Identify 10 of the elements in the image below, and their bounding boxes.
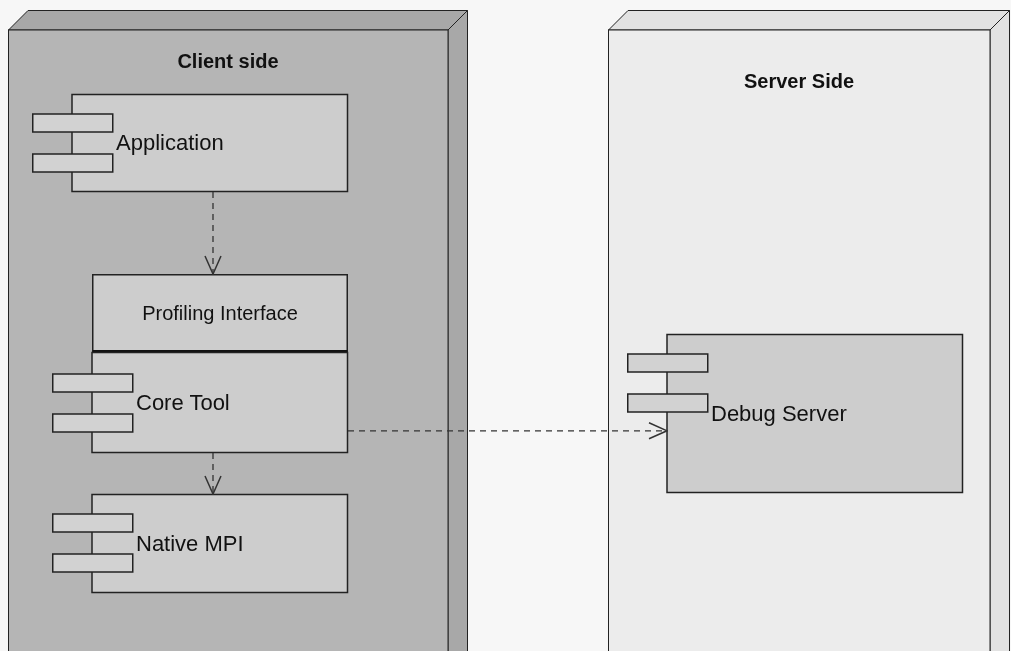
component-label: Debug Server [711,400,847,427]
node-title: Client side [177,49,279,73]
component-label: Application [116,130,224,156]
dependency-arrow [204,452,222,495]
node-title: Server Side [743,69,855,93]
component-label: Native MPI [136,530,244,557]
component-label: Core Tool [136,389,230,416]
dependency-arrow [347,422,668,440]
dependency-arrow [204,191,222,275]
component-label: Profiling Interface [142,302,298,325]
